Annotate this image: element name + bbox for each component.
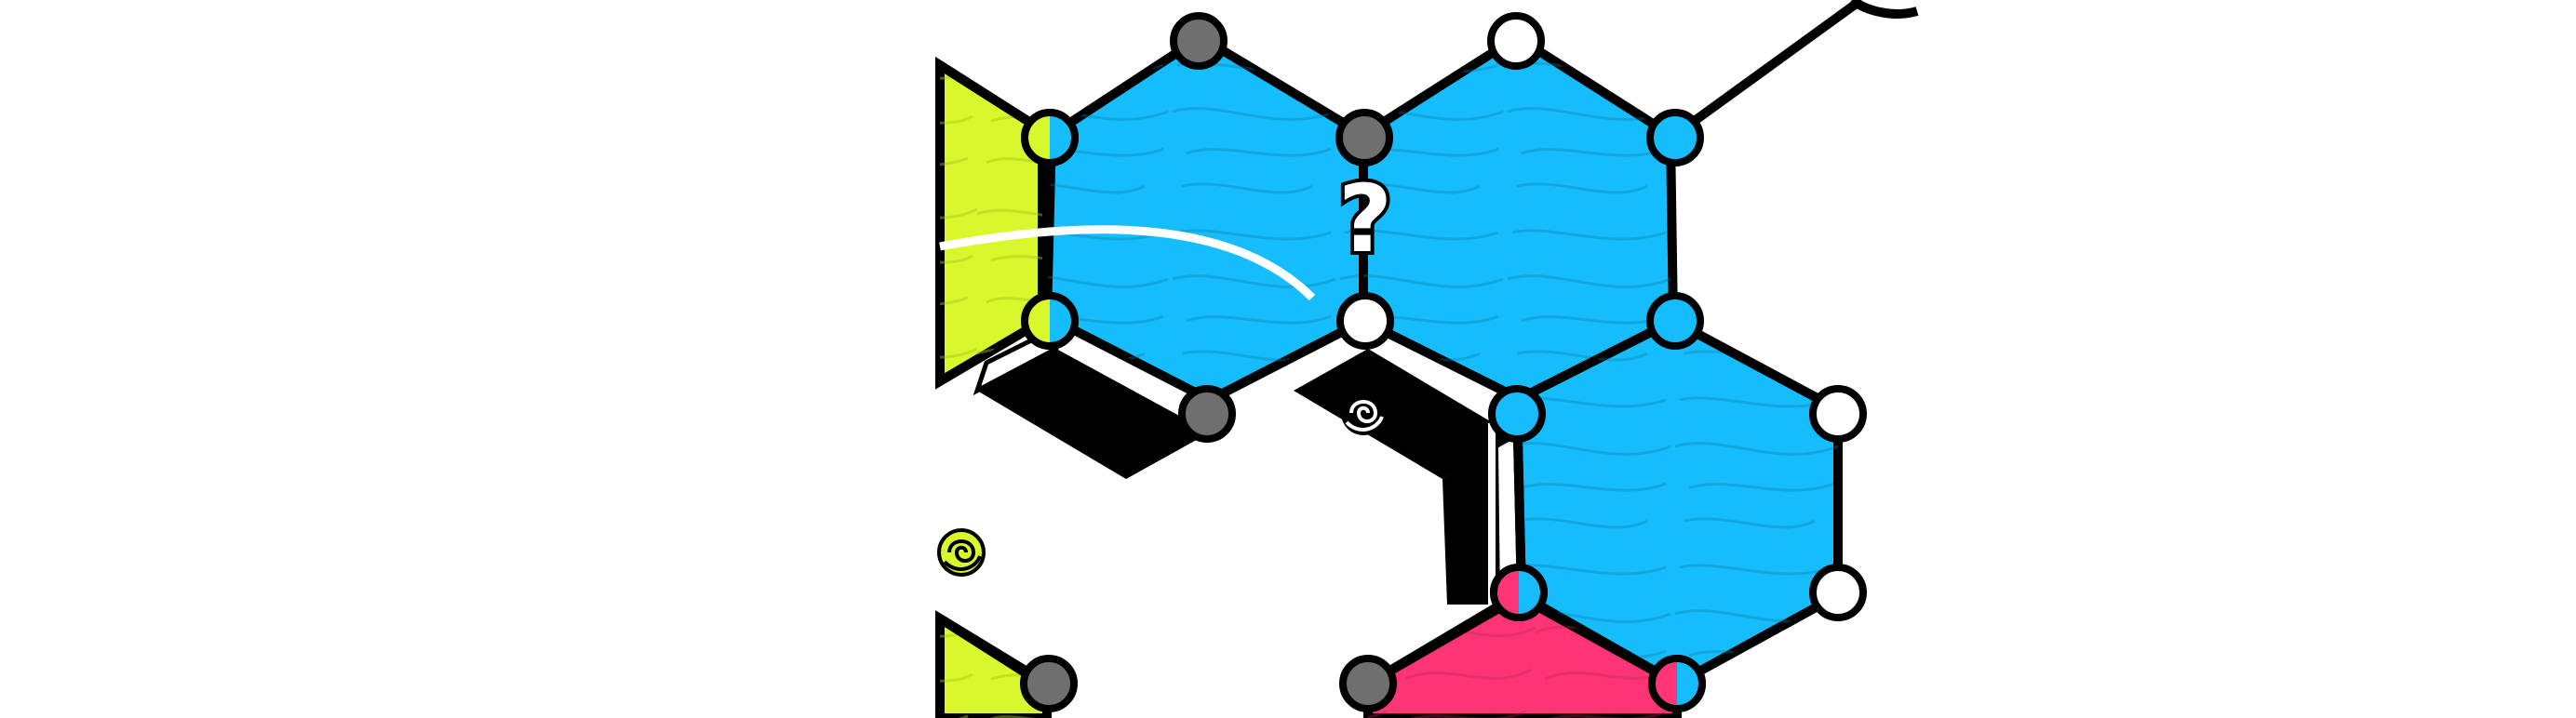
node-9[interactable] [1178,385,1236,443]
node-2[interactable] [1487,12,1545,70]
node-16[interactable] [1020,655,1078,712]
node-13[interactable] [1809,564,1867,621]
node-3[interactable] [1021,109,1079,166]
question-marker[interactable]: ? [1335,161,1396,277]
black-wall-right [1294,331,1519,605]
question-mark: ? [1338,165,1392,273]
node-10[interactable] [1488,385,1546,443]
board-nodes [1020,12,1867,712]
node-1[interactable] [1170,12,1228,70]
spiral-icon-yellow [937,528,986,577]
node-6[interactable] [1021,292,1079,350]
node-12[interactable] [1490,564,1548,621]
node-15[interactable] [1339,655,1397,712]
node-8[interactable] [1646,292,1704,350]
node-14[interactable] [1648,655,1706,712]
movement-arc [939,225,1316,301]
edge-fragment [1849,0,1919,19]
node-5[interactable] [1646,109,1704,166]
spiral-icon-black [1341,391,1386,435]
node-4[interactable] [1335,109,1393,166]
node-7[interactable] [1336,292,1394,350]
board-edges [937,0,1864,688]
node-11[interactable] [1809,385,1867,443]
